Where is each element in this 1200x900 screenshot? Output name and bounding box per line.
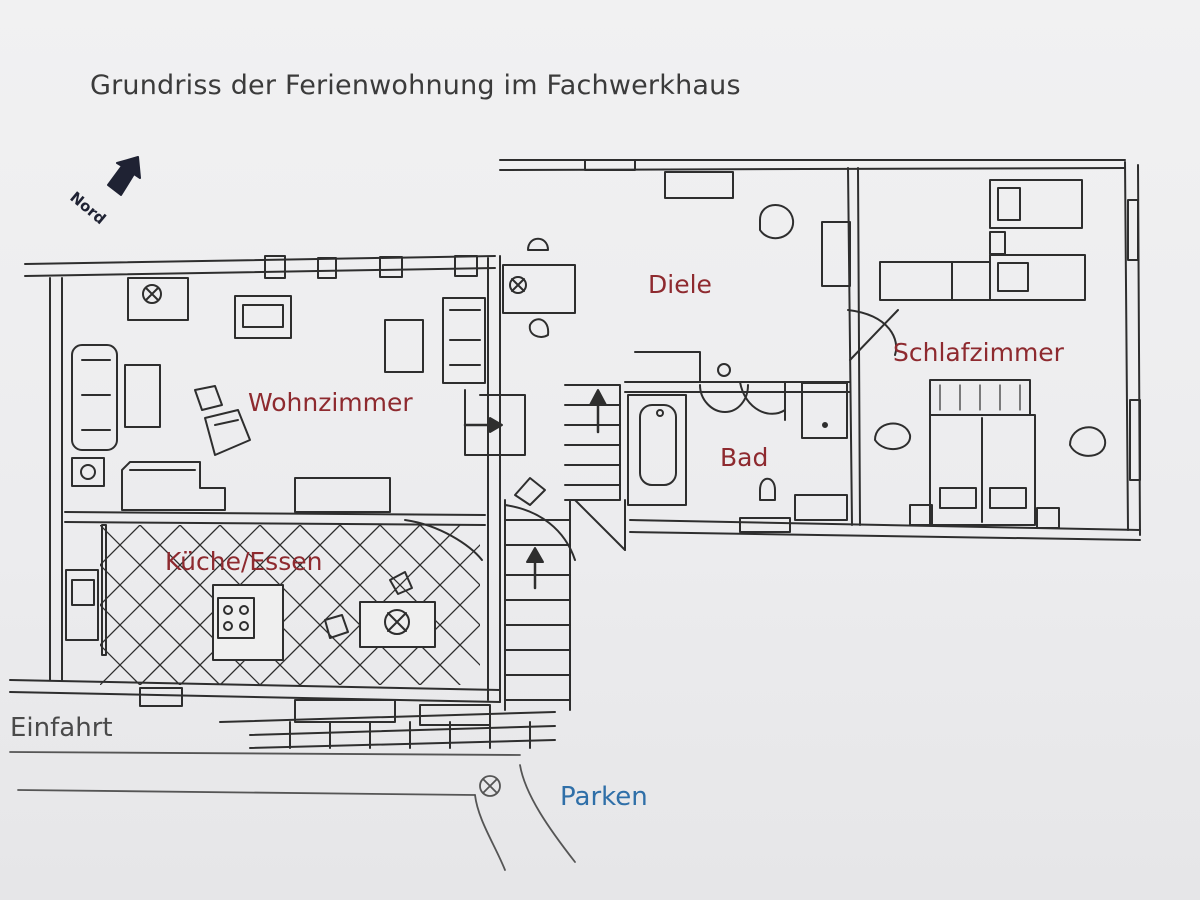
entrance-stairs	[219, 477, 576, 749]
left-wing-walls	[9, 255, 501, 703]
north-arrow-icon	[107, 156, 141, 196]
wohnzimmer-furniture	[71, 277, 486, 513]
interior-stairs	[564, 384, 626, 551]
room-label-diele: Diele	[648, 270, 712, 299]
diele-furniture	[463, 171, 899, 456]
schlafzimmer-furniture	[874, 179, 1107, 529]
road-lines	[9, 751, 576, 871]
parking-label: Parken	[560, 782, 648, 812]
room-label-kueche: Küche/Essen	[165, 547, 323, 576]
driveway-label: Einfahrt	[10, 713, 113, 743]
bad-fixtures	[624, 351, 851, 533]
kitchen-furniture	[65, 519, 491, 726]
interior-wall-kitchen	[64, 511, 486, 526]
room-label-wohnzimmer: Wohnzimmer	[248, 388, 413, 417]
room-label-bad: Bad	[720, 443, 769, 472]
room-label-schlafzimmer: Schlafzimmer	[893, 338, 1064, 367]
right-wing-walls	[499, 159, 1141, 541]
page-title: Grundriss der Ferienwohnung im Fachwerkh…	[90, 70, 741, 101]
